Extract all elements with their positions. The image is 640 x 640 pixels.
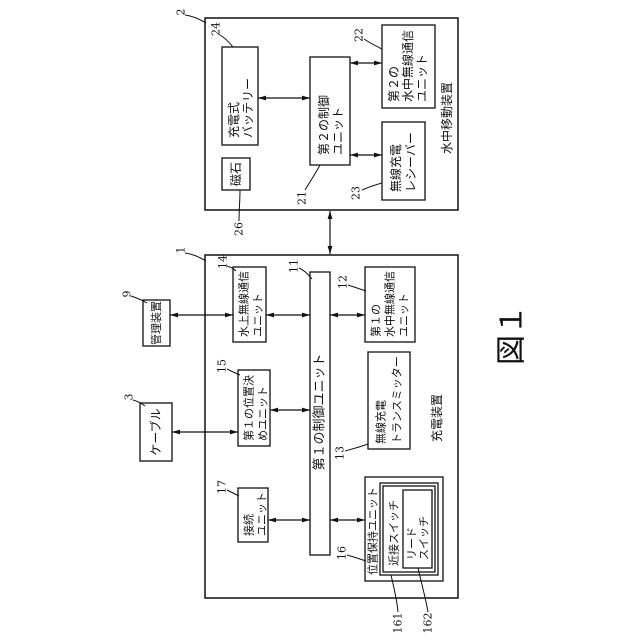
external-blocks: 管理装置 9 ケーブル 3: [121, 291, 239, 462]
ref-label-13: 13: [334, 446, 347, 460]
above-water-comm-unit-line-1: 水上無線通信: [237, 271, 251, 337]
leader-line-23: [362, 183, 382, 190]
second-control-unit-line-2: ユニット: [331, 107, 345, 155]
magnet-label: 磁石: [228, 162, 243, 186]
above-water-comm-unit-line-2: ユニット: [252, 293, 265, 337]
second-underwater-comm-unit-line-1: 第２の: [387, 66, 401, 102]
first-positioning-unit-line-2: めユニット: [257, 386, 270, 441]
wireless-charging-transmitter-line-1: 無線充電: [374, 400, 388, 444]
ref-label-14: 14: [217, 255, 230, 269]
leader-line-24: [220, 35, 233, 47]
second-control-unit-line-1: 第２の制御: [316, 95, 331, 155]
ref-label-26: 26: [233, 222, 246, 236]
ref-label-21: 21: [296, 191, 309, 205]
rechargeable-battery-line-2: バッテリー: [241, 78, 255, 138]
leader-line-16: [347, 555, 366, 561]
ref-label-2: 2: [175, 9, 188, 16]
ref-label-23: 23: [350, 186, 363, 200]
wireless-charging-transmitter-line-2: トランスミッター: [391, 356, 404, 444]
underwater-mobile-device: 2 水中移動装置 充電式 バッテリー 24 第２の制御 ユニット 21 第２の …: [175, 9, 459, 237]
ref-label-1: 1: [175, 247, 188, 254]
first-underwater-comm-unit-line-2: 水中無線通信: [383, 271, 397, 337]
leader-line-21: [305, 165, 320, 190]
ref-label-11: 11: [288, 259, 301, 273]
management-device-label: 管理装置: [149, 301, 163, 345]
leader-line-17: [227, 490, 239, 496]
underwater-mobile-device-title: 水中移動装置: [439, 82, 454, 154]
charging-device-title: 充電装置: [429, 394, 444, 442]
ref-label-24: 24: [210, 22, 223, 36]
figure-label: 図１: [495, 305, 530, 365]
leader-line-22: [364, 39, 382, 49]
connection-unit-line-1: 接続: [242, 514, 256, 536]
cable-label: ケーブル: [148, 408, 163, 455]
leader-line-26: [239, 190, 240, 221]
ref-label-162: 162: [422, 613, 435, 634]
ref-label-12: 12: [337, 275, 350, 289]
first-control-unit-label: 第１の制御ユニット: [313, 353, 328, 470]
charging-device: 1 充電装置 第１の制御ユニット 11 水上無線通信 ユニット 14 第１の 水…: [175, 247, 459, 634]
ref-label-3: 3: [123, 394, 136, 401]
ref-label-17: 17: [216, 480, 229, 494]
leader-line-13: [345, 444, 368, 451]
leader-line-12: [348, 285, 366, 291]
wireless-charging-receiver-line-2: レシーバー: [404, 132, 418, 192]
first-underwater-comm-unit-line-3: ユニット: [398, 293, 411, 337]
first-positioning-unit-line-1: 第１の位置決: [242, 375, 256, 441]
wireless-charging-receiver-line-1: 無線充電: [388, 144, 403, 192]
proximity-switch-label: 近接スイッチ: [388, 500, 401, 566]
rechargeable-battery-line-1: 充電式: [226, 102, 241, 138]
ref-label-161: 161: [392, 613, 405, 634]
first-underwater-comm-unit-line-1: 第１の: [369, 304, 383, 337]
ref-label-15: 15: [216, 359, 229, 373]
ref-label-16: 16: [336, 546, 349, 560]
reed-switch-line-2: スイッチ: [418, 516, 431, 560]
position-holding-unit-label: 位置保持ユニット: [366, 487, 380, 575]
second-underwater-comm-unit-line-2: 水中無線通信: [400, 30, 415, 102]
connection-unit-line-2: ユニット: [256, 492, 269, 536]
ref-label-22: 22: [353, 28, 366, 42]
leader-line-2: [185, 15, 206, 23]
leader-line-1: [185, 253, 206, 261]
second-underwater-comm-unit-line-3: ユニット: [415, 54, 429, 102]
